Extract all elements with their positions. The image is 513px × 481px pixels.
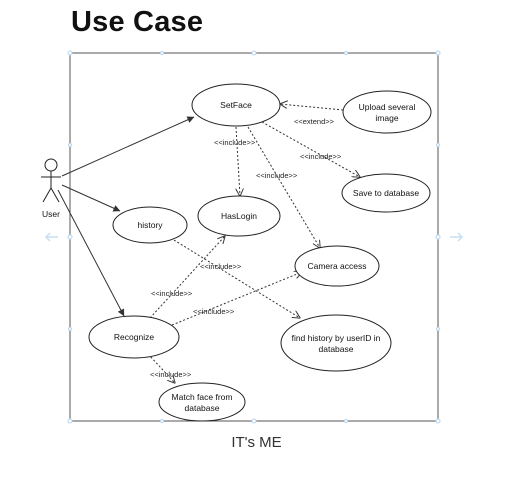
usecase-match-face[interactable] xyxy=(158,382,246,422)
actor-label: User xyxy=(42,209,60,219)
usecase-setface[interactable] xyxy=(191,83,281,127)
association-recognize[interactable] xyxy=(57,189,125,317)
usecase-haslogin[interactable] xyxy=(197,195,281,237)
include-setface-haslogin[interactable] xyxy=(235,126,240,196)
usecase-match-line1: Match face from xyxy=(172,392,233,402)
usecase-find-history-by-userid[interactable] xyxy=(280,314,392,372)
usecase-history-label: history xyxy=(137,220,163,230)
include-recognize-match[interactable] xyxy=(147,353,175,383)
label-include-recognize-haslogin: <<include>> xyxy=(151,289,193,298)
association-setface[interactable] xyxy=(61,116,195,177)
usecase-upload-several-image[interactable] xyxy=(342,90,432,134)
label-extend: <<extend>> xyxy=(294,117,335,126)
diagram-caption: IT's ME xyxy=(231,434,282,451)
usecase-haslogin-label: HasLogin xyxy=(221,211,257,221)
include-recognize-camera[interactable] xyxy=(171,272,302,326)
include-setface-save[interactable] xyxy=(261,121,360,177)
usecase-camera-access[interactable] xyxy=(294,245,380,287)
side-arrow-icons[interactable] xyxy=(44,232,464,242)
page-title: Use Case xyxy=(71,6,204,38)
usecase-save-to-database[interactable] xyxy=(341,173,431,213)
selection-handles[interactable] xyxy=(67,50,441,424)
usecase-history[interactable] xyxy=(112,206,188,244)
include-history-findhistory[interactable] xyxy=(173,239,300,318)
usecase-upload-line1: Upload several xyxy=(359,102,416,112)
usecase-find-history-line1: find history by userID in xyxy=(292,333,381,343)
usecase-recognize[interactable] xyxy=(88,315,180,359)
usecase-match-line2: database xyxy=(185,403,220,413)
extend-upload-setface[interactable] xyxy=(280,104,344,111)
label-include-setface-save: <<include>> xyxy=(300,152,342,161)
actor-user[interactable] xyxy=(41,158,61,203)
label-include-history: <<include>> xyxy=(200,262,242,271)
label-include-setface-haslogin: <<include>> xyxy=(214,138,256,147)
usecase-upload-line2: image xyxy=(375,113,398,123)
include-setface-camera[interactable] xyxy=(247,126,320,248)
usecase-setface-label: SetFace xyxy=(220,100,252,110)
label-include-recognize-match: <<include>> xyxy=(150,370,192,379)
include-recognize-haslogin[interactable] xyxy=(149,236,225,319)
association-history[interactable] xyxy=(61,184,121,212)
usecase-recognize-label: Recognize xyxy=(114,332,154,342)
usecase-camera-label: Camera access xyxy=(307,261,366,271)
usecase-find-history-line2: database xyxy=(319,344,354,354)
label-include-recognize-camera: <<include>> xyxy=(193,307,235,316)
usecase-save-label: Save to database xyxy=(353,188,419,198)
label-include-setface-camera: <<include>> xyxy=(256,171,298,180)
